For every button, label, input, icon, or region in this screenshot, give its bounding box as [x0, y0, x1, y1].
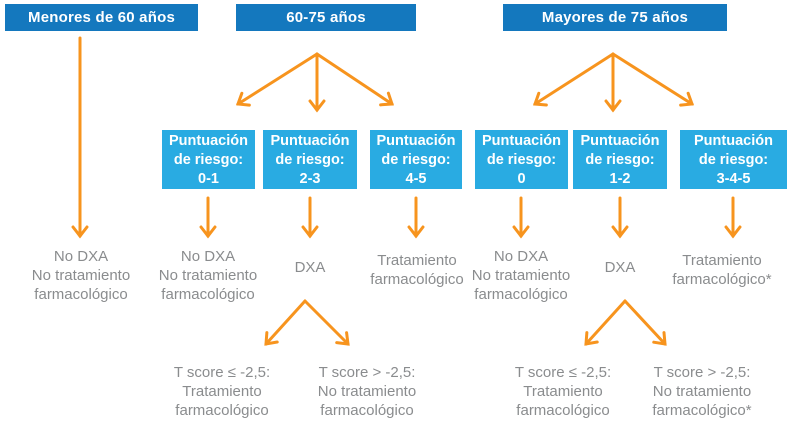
- outcome-treatment-1: Tratamiento farmacológico: [370, 251, 463, 289]
- outcome-line: Tratamiento: [682, 252, 762, 269]
- tscore-high-1: T score > -2,5: No tratamiento farmacoló…: [318, 363, 416, 420]
- outcome-line: DXA: [604, 259, 636, 276]
- risk-score-box-0-1: Puntuación de riesgo: 0-1: [162, 130, 255, 189]
- outcome-line: No tratamiento: [31, 267, 131, 284]
- outcome-line: DXA: [294, 259, 326, 276]
- outcome-line: Tratamiento: [377, 252, 457, 269]
- tscore-line: farmacológico: [320, 402, 414, 419]
- risk-box-line2: de riesgo:: [698, 152, 769, 168]
- risk-score-box-2-3: Puntuación de riesgo: 2-3: [263, 130, 357, 189]
- arrow-dxa1-to-tscore-low: [264, 299, 307, 346]
- outcome-line: No DXA: [180, 248, 236, 265]
- arrow-over75-to-risk-3-4-5: [611, 52, 695, 107]
- outcome-risk-0-1: No DXA No tratamiento farmacológico: [159, 247, 257, 304]
- tscore-line: T score ≤ -2,5:: [173, 364, 271, 381]
- risk-score-box-4-5: Puntuación de riesgo: 4-5: [370, 130, 462, 189]
- outcome-dxa-2: DXA: [605, 258, 636, 277]
- risk-score-box-0: Puntuación de riesgo: 0: [475, 130, 568, 189]
- outcome-line: No tratamiento: [158, 267, 258, 284]
- risk-box-line1: Puntuación: [376, 133, 456, 149]
- outcome-line: farmacológico*: [672, 271, 772, 288]
- age-group-box-60-75: 60-75 años: [236, 4, 416, 31]
- tscore-line: No tratamiento: [652, 383, 752, 400]
- arrow-dxa2-to-tscore-low: [584, 299, 627, 346]
- arrow-dxa1-to-tscore-high: [303, 299, 350, 346]
- tscore-line: farmacológico*: [652, 402, 752, 419]
- tscore-low-1: T score ≤ -2,5: Tratamiento farmacológic…: [174, 363, 270, 420]
- age-group-label: Mayores de 75 años: [541, 9, 689, 26]
- risk-box-line1: Puntuación: [270, 133, 350, 149]
- risk-box-score: 0: [517, 171, 526, 187]
- risk-score-box-3-4-5: Puntuación de riesgo: 3-4-5: [680, 130, 787, 189]
- arrow-60-75-to-risk-4-5: [315, 52, 395, 107]
- risk-box-line2: de riesgo:: [173, 152, 244, 168]
- outcome-under-60: No DXA No tratamiento farmacológico: [32, 247, 130, 304]
- age-group-box-under-60: Menores de 60 años: [5, 4, 198, 31]
- outcome-line: No DXA: [493, 248, 549, 265]
- tscore-low-2: T score ≤ -2,5: Tratamiento farmacológic…: [515, 363, 611, 420]
- outcome-risk-0: No DXA No tratamiento farmacológico: [472, 247, 570, 304]
- tscore-line: T score > -2,5:: [653, 364, 751, 381]
- risk-box-line2: de riesgo:: [275, 152, 345, 168]
- outcome-line: farmacológico: [34, 286, 128, 303]
- outcome-line: farmacológico: [161, 286, 255, 303]
- age-group-label: 60-75 años: [286, 9, 366, 26]
- risk-box-score: 0-1: [198, 171, 219, 187]
- risk-box-score: 2-3: [299, 171, 321, 187]
- risk-box-line1: Puntuación: [694, 133, 773, 149]
- outcome-line: No DXA: [53, 248, 109, 265]
- outcome-line: farmacológico: [370, 271, 464, 288]
- outcome-dxa-1: DXA: [295, 258, 326, 277]
- risk-box-line1: Puntuación: [169, 133, 248, 149]
- age-group-box-over-75: Mayores de 75 años: [503, 4, 727, 31]
- arrow-60-75-to-risk-0-1: [235, 52, 319, 107]
- risk-box-line1: Puntuación: [580, 133, 660, 149]
- outcome-line: farmacológico: [474, 286, 568, 303]
- arrow-over75-to-risk-0: [532, 52, 615, 107]
- tscore-high-2: T score > -2,5: No tratamiento farmacoló…: [652, 363, 751, 420]
- risk-box-line2: de riesgo:: [486, 152, 557, 168]
- risk-box-score: 3-4-5: [716, 171, 751, 187]
- risk-box-score: 1-2: [609, 171, 631, 187]
- age-group-label: Menores de 60 años: [28, 9, 175, 26]
- risk-box-line1: Puntuación: [482, 133, 561, 149]
- tscore-line: No tratamiento: [317, 383, 417, 400]
- risk-box-line2: de riesgo:: [585, 152, 655, 168]
- tscore-line: T score > -2,5:: [318, 364, 416, 381]
- outcome-treatment-2: Tratamiento farmacológico*: [672, 251, 771, 289]
- tscore-line: T score ≤ -2,5:: [514, 364, 612, 381]
- arrow-dxa2-to-tscore-high: [623, 299, 667, 346]
- risk-box-line2: de riesgo:: [381, 152, 451, 168]
- risk-box-score: 4-5: [405, 171, 427, 187]
- outcome-line: No tratamiento: [471, 267, 571, 284]
- risk-score-box-1-2: Puntuación de riesgo: 1-2: [573, 130, 667, 189]
- tscore-line: farmacológico: [516, 402, 610, 419]
- tscore-line: Tratamiento: [523, 383, 603, 400]
- tscore-line: farmacológico: [175, 402, 269, 419]
- tscore-line: Tratamiento: [182, 383, 262, 400]
